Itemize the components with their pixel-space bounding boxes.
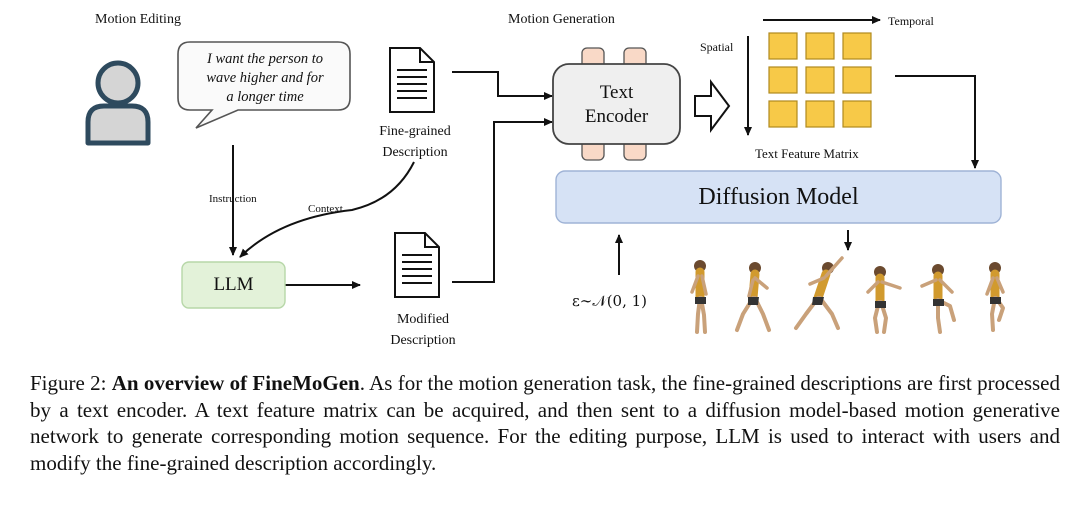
temporal-label: Temporal [888, 14, 934, 28]
context-label: Context [308, 203, 343, 215]
text-feature-matrix [768, 32, 872, 128]
motion-figure [794, 256, 844, 330]
motion-figure [985, 262, 1005, 332]
text-feature-matrix-label: Text Feature Matrix [755, 146, 859, 161]
motion-editing-title: Motion Editing [95, 12, 181, 27]
llm-label: LLM [213, 274, 254, 295]
caption-body: . As for the motion generation task, the… [30, 371, 1060, 475]
llm-box [181, 261, 286, 309]
fine-grained-label-line: Description [382, 145, 448, 160]
fine-grained-document-icon [389, 47, 435, 113]
modified-description-label: Modified Description [368, 309, 478, 351]
matrix-to-diffusion-arrow [895, 75, 979, 169]
modified-to-encoder-arrow [452, 118, 553, 283]
motion-sequence [690, 256, 1005, 334]
modified-label-line: Description [390, 333, 456, 348]
modified-label-line: Modified [396, 312, 450, 327]
instruction-label: Instruction [209, 193, 257, 205]
diffusion-model-label: Diffusion Model [698, 183, 859, 210]
speech-line: a longer time [226, 89, 304, 105]
spatial-label: Spatial [700, 40, 734, 54]
diffusion-model-box [555, 170, 1002, 224]
text-encoder-block [552, 47, 681, 161]
figure-caption: Figure 2: An overview of FineMoGen. As f… [30, 370, 1060, 476]
text-encoder-label: Text Encoder [553, 80, 680, 130]
modified-document-icon [394, 232, 440, 298]
encoder-label-line: Encoder [584, 106, 649, 127]
speech-line: wave higher and for [206, 70, 324, 86]
encoder-label-line: Text [599, 82, 634, 103]
context-arrow [239, 161, 415, 258]
motion-figure [735, 262, 771, 332]
encoder-to-matrix-arrow [694, 79, 731, 133]
speech-line: I want the person to [207, 51, 323, 67]
fine-grained-label-line: Fine-grained [379, 124, 451, 139]
fine-mogen-overview-diagram [85, 16, 1005, 334]
noise-label: ε∼𝒩(0, 1) [572, 292, 648, 310]
motion-generation-title: Motion Generation [508, 12, 615, 27]
fine-grained-description-label: Fine-grained Description [360, 121, 470, 163]
caption-prefix: Figure 2: [30, 371, 112, 395]
user-avatar-icon [85, 60, 151, 146]
speech-bubble [177, 41, 351, 129]
motion-figure [866, 266, 902, 334]
speech-bubble-text: I want the person to wave higher and for… [180, 50, 350, 107]
caption-title: An overview of FineMoGen [111, 371, 360, 395]
fine-grained-to-encoder-arrow [452, 71, 553, 100]
motion-figure [690, 260, 708, 334]
motion-figure [920, 264, 956, 334]
